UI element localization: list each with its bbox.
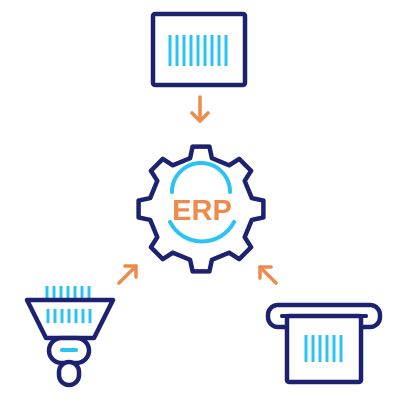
gear-icon: ERP [136,144,266,274]
arrow-up-right-icon [117,264,138,285]
gear-inner-arc-bottom [168,220,236,244]
arrow-down-icon [190,95,210,123]
gear-inner-arc-top [170,161,232,194]
scanner-window-bars [46,309,92,323]
barcode-label-bars [168,35,228,66]
scanner-handle [56,359,82,388]
barcode-scanner-icon [24,286,116,388]
receipt-printer-icon [265,302,383,385]
receipt-barcode-bars [304,335,343,362]
erp-label: ERP [172,195,232,227]
printer-receipt [284,313,364,385]
barcode-label-icon [150,11,248,88]
arrow-up-left-icon [258,265,278,285]
scanner-beam-bars [45,286,91,300]
gear-outline [136,144,266,274]
